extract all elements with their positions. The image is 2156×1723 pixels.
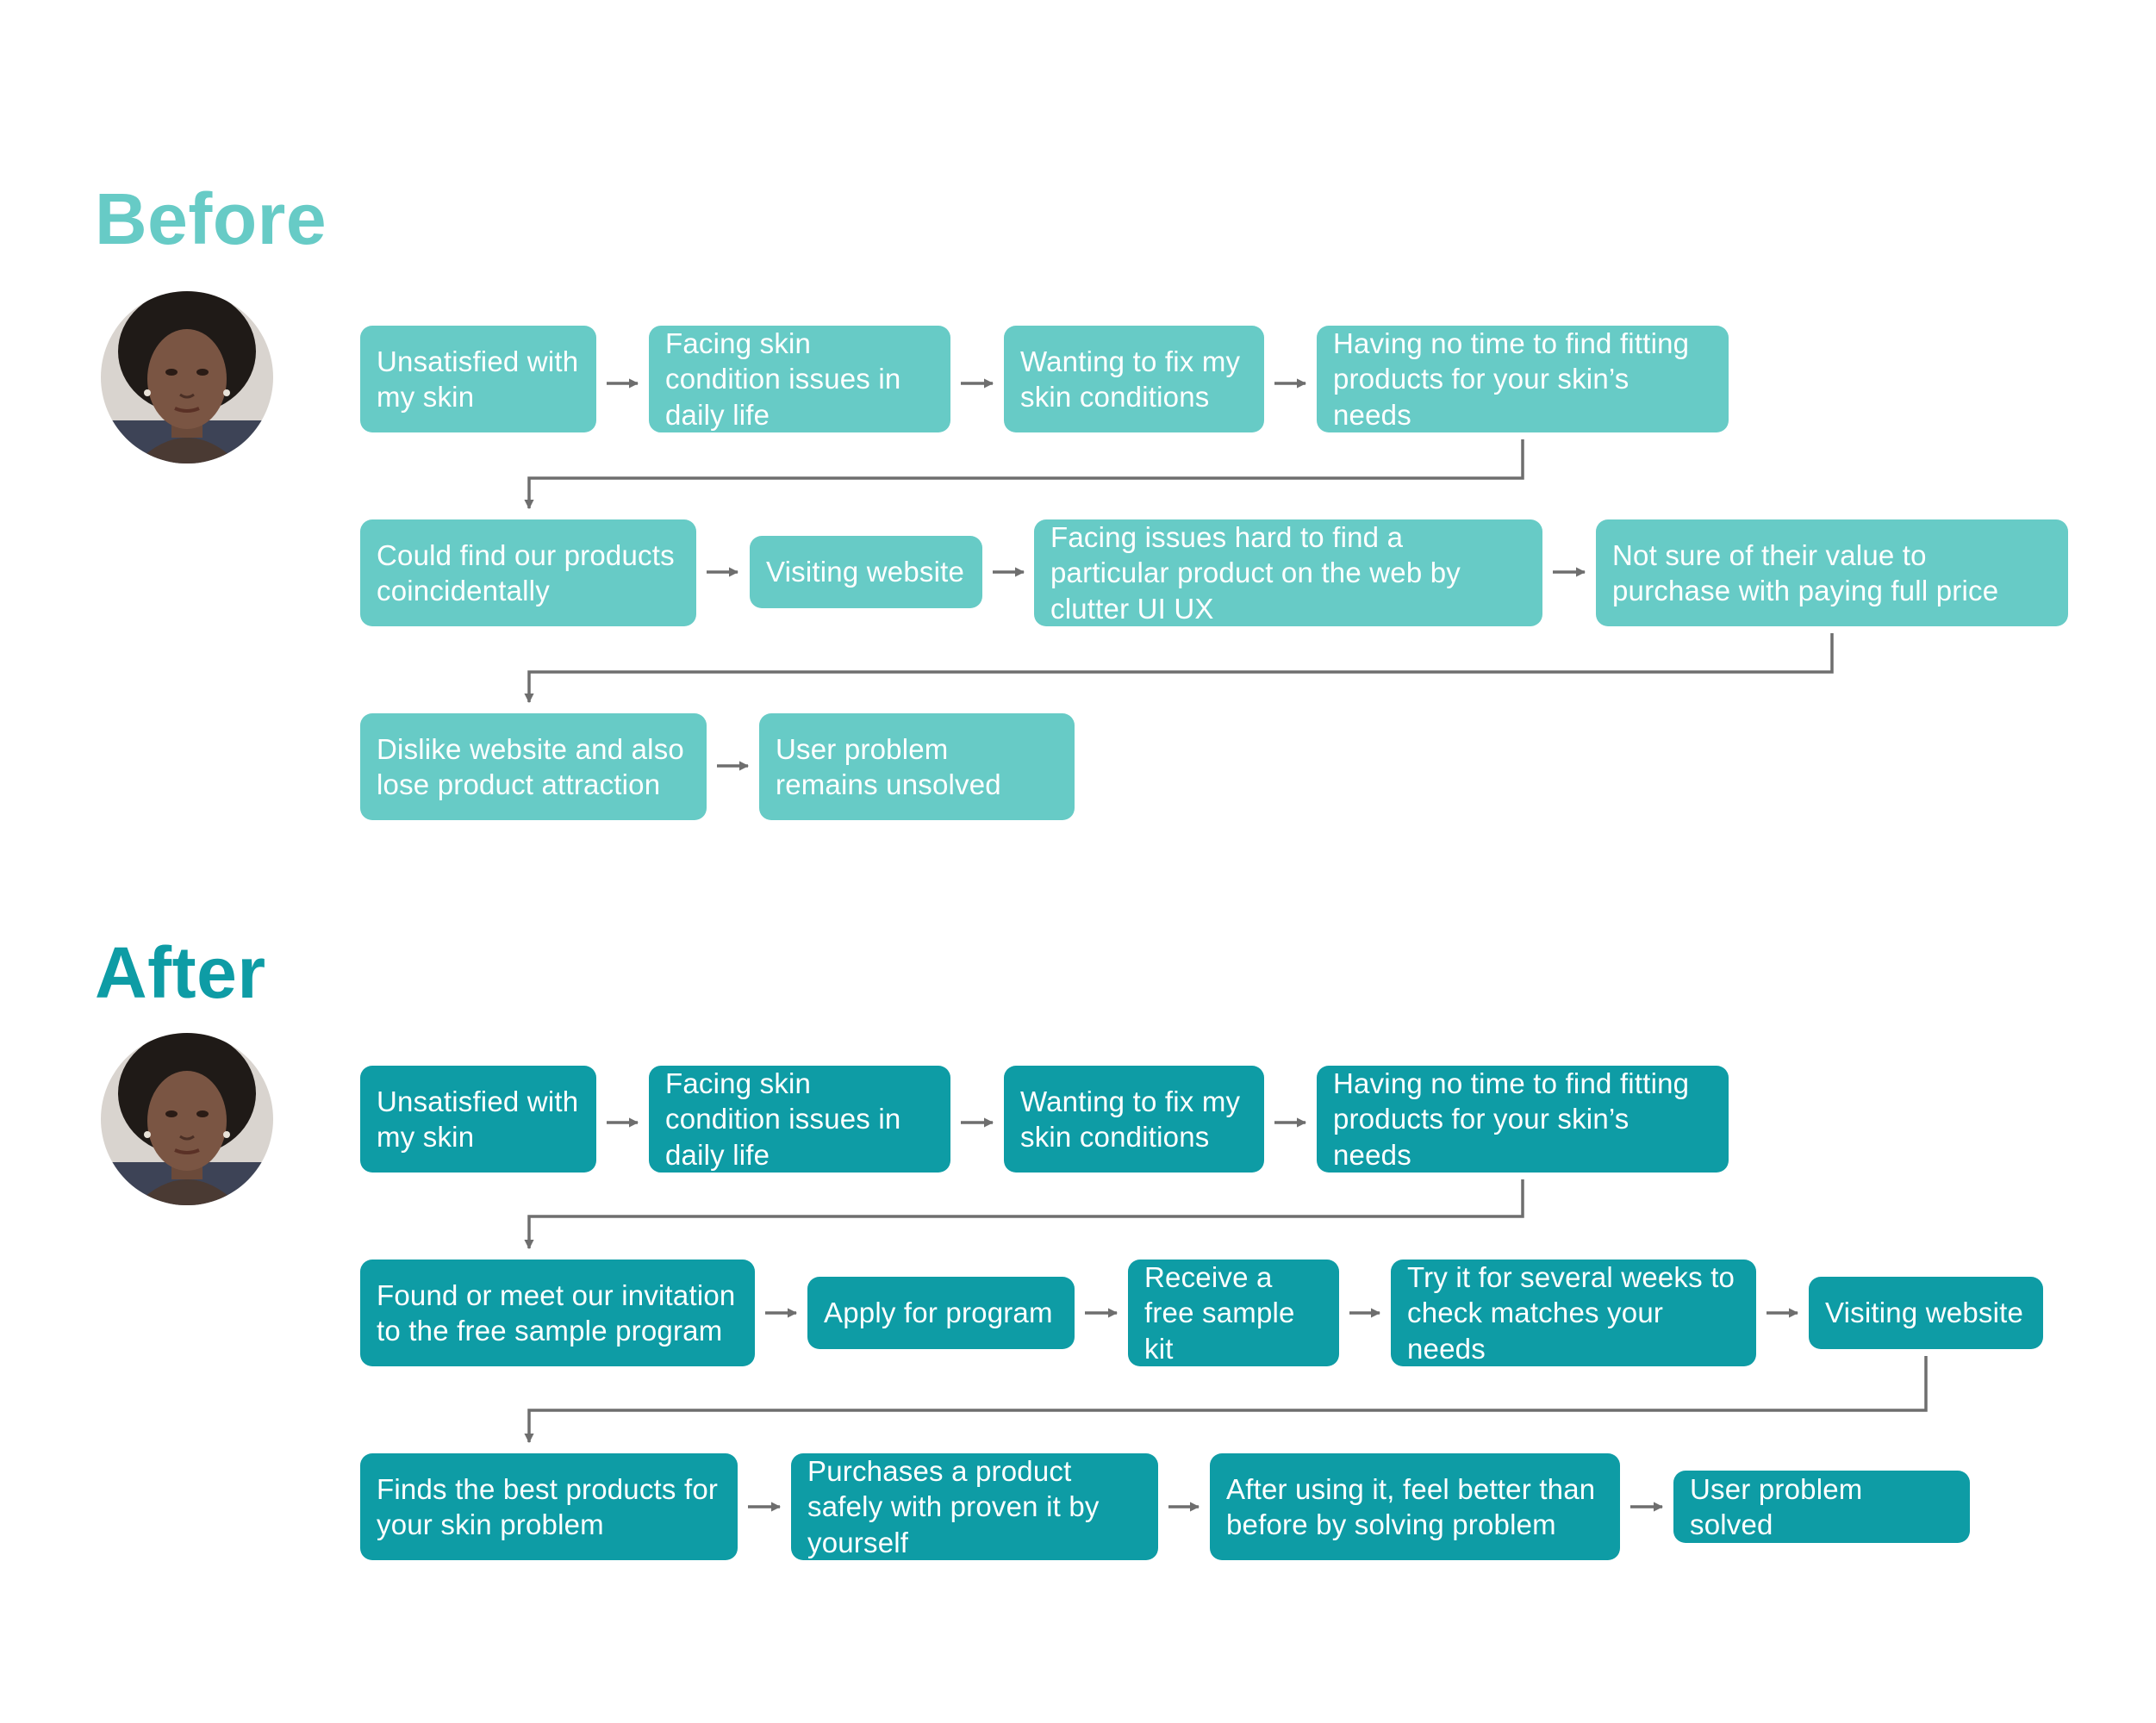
step-label: Facing issues hard to find a particular … [1050,521,1461,625]
elbow-connector [524,1356,1928,1444]
before-step-8: Not sure of their value to purchase with… [1596,519,2068,626]
before-section-title: Before [95,178,327,259]
step-label: Unsatisfied with my skin [377,1085,579,1153]
after-step-2: Facing skin condition issues in daily li… [649,1066,950,1173]
after-step-7: Receive a free sample kit [1128,1260,1339,1366]
after-step-12: After using it, feel better than before … [1210,1453,1620,1560]
after-section-title: After [95,932,266,1013]
step-label: Apply for program [824,1297,1053,1329]
after-step-3: Wanting to fix my skin conditions [1004,1066,1264,1173]
step-label: Visiting website [1825,1297,2024,1329]
after-step-4: Having no time to find fitting products … [1317,1066,1729,1173]
after-step-10: Finds the best products for your skin pr… [360,1453,738,1560]
user-avatar-before [101,291,273,463]
step-label: Try it for several weeks to check matche… [1407,1261,1735,1365]
before-step-4: Having no time to find fitting products … [1317,326,1729,432]
step-label: Unsatisfied with my skin [377,345,579,413]
after-step-6: Apply for program [807,1277,1075,1349]
step-label: Could find our products coincidentally [377,538,675,606]
person-portrait-icon [101,1033,273,1205]
elbow-connector [524,633,1834,704]
before-step-3: Wanting to fix my skin conditions [1004,326,1264,432]
before-step-2: Facing skin condition issues in daily li… [649,326,950,432]
step-label: Dislike website and also lose product at… [377,732,684,800]
step-label: Purchases a product safely with proven i… [807,1455,1100,1558]
step-label: Finds the best products for your skin pr… [377,1472,719,1540]
step-label: Wanting to fix my skin conditions [1020,1085,1241,1153]
after-step-1: Unsatisfied with my skin [360,1066,596,1173]
after-step-5: Found or meet our invitation to the free… [360,1260,755,1366]
elbow-connector [524,1179,1524,1250]
elbow-connector [524,439,1524,510]
step-label: Found or meet our invitation to the free… [377,1278,736,1347]
after-step-11: Purchases a product safely with proven i… [791,1453,1158,1560]
step-label: User problem remains unsolved [776,732,1001,800]
person-portrait-icon [101,291,273,463]
after-step-13: User problem solved [1673,1471,1970,1543]
step-label: Facing skin condition issues in daily li… [665,1067,901,1171]
step-label: User problem solved [1690,1472,1863,1540]
before-step-6: Visiting website [750,536,982,608]
step-label: Facing skin condition issues in daily li… [665,327,901,431]
before-step-9: Dislike website and also lose product at… [360,713,707,820]
step-label: Not sure of their value to purchase with… [1612,538,1999,606]
user-avatar-after [101,1033,273,1205]
before-step-7: Facing issues hard to find a particular … [1034,519,1542,626]
step-label: Visiting website [766,556,965,588]
after-step-9: Visiting website [1809,1277,2043,1349]
step-label: Wanting to fix my skin conditions [1020,345,1241,413]
before-step-10: User problem remains unsolved [759,713,1075,820]
before-step-5: Could find our products coincidentally [360,519,696,626]
step-label: Having no time to find fitting products … [1333,327,1690,431]
step-label: After using it, feel better than before … [1226,1472,1596,1540]
step-label: Receive a free sample kit [1144,1261,1295,1365]
after-step-8: Try it for several weeks to check matche… [1391,1260,1756,1366]
before-step-1: Unsatisfied with my skin [360,326,596,432]
step-label: Having no time to find fitting products … [1333,1067,1690,1171]
